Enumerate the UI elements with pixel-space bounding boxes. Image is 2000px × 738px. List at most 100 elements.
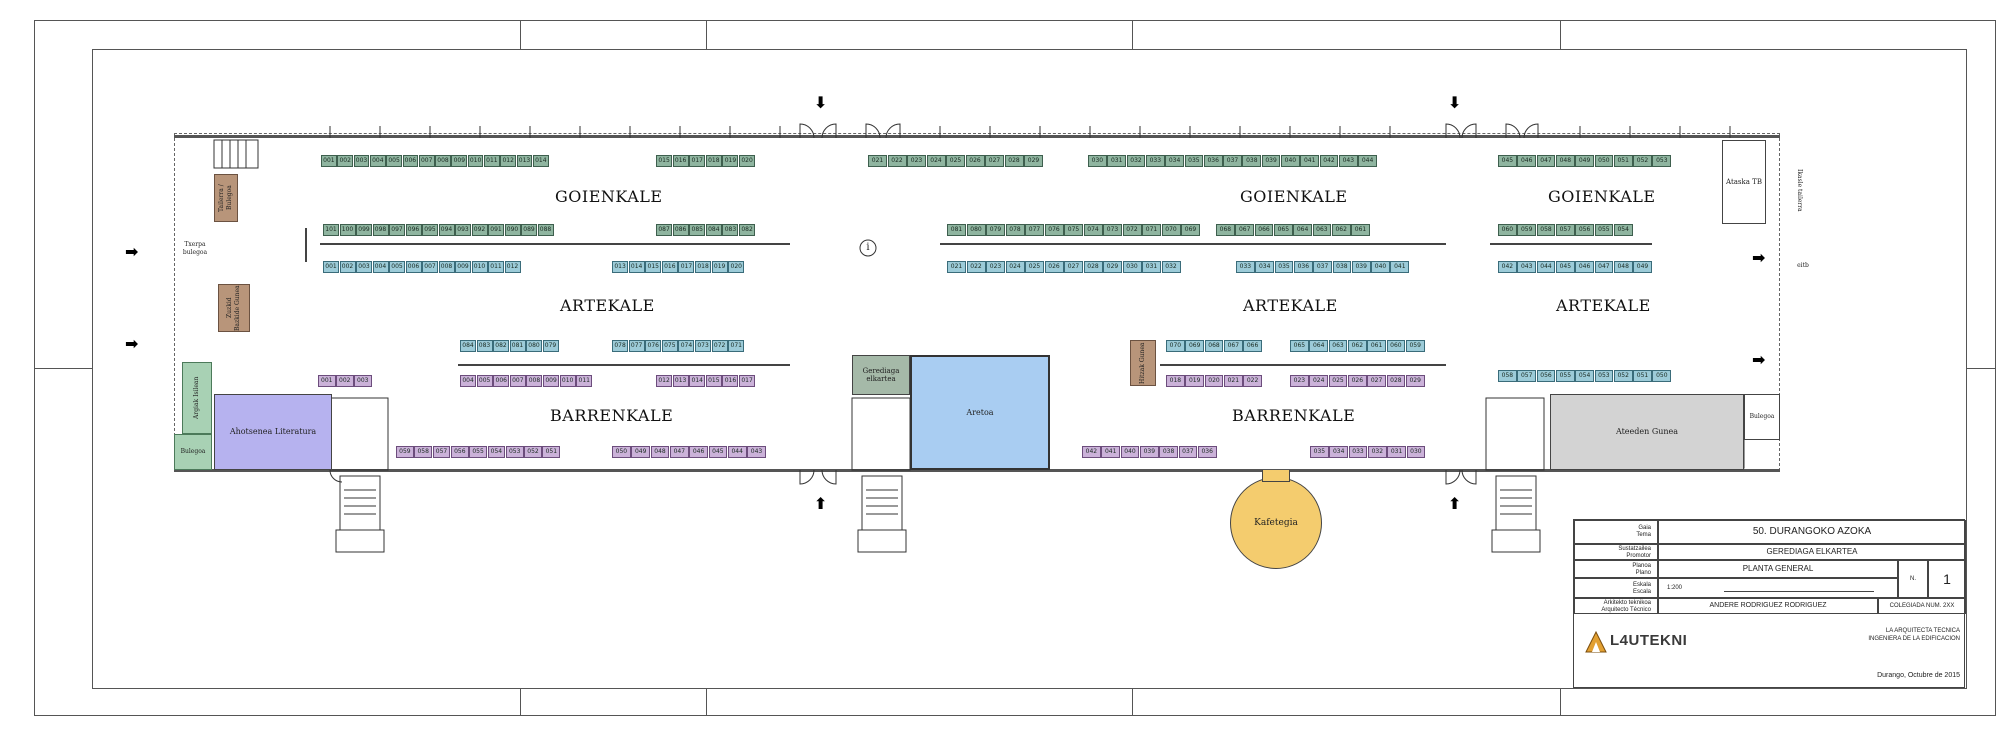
street-label-artekale: ARTEKALE: [1243, 296, 1338, 315]
stall-blue-077: 077: [628, 340, 645, 352]
room-ataska: Ataska TB: [1722, 140, 1766, 224]
stall-green-032: 032: [1126, 155, 1146, 167]
stall-green-044: 044: [1358, 155, 1377, 167]
stall-blue-015: 015: [645, 261, 662, 273]
stall-blue-078: 078: [612, 340, 629, 352]
stall-blue-084: 084: [460, 340, 476, 352]
stall-blue-009: 009: [455, 261, 471, 273]
stall-violet-022: 022: [1243, 375, 1262, 387]
stall-blue-003: 003: [356, 261, 372, 273]
stall-green-058: 058: [1536, 224, 1556, 236]
stall-blue-079: 079: [542, 340, 559, 352]
stall-green-045: 045: [1498, 155, 1517, 167]
stall-green-076: 076: [1044, 224, 1064, 236]
stall-green-010: 010: [467, 155, 484, 167]
stall-blue-040: 040: [1371, 261, 1390, 273]
stall-violet-058: 058: [414, 446, 433, 458]
stall-green-084: 084: [705, 224, 722, 236]
stall-blue-035: 035: [1274, 261, 1294, 273]
stall-violet-025: 025: [1328, 375, 1348, 387]
tb-zenbakia-label: N.: [1898, 560, 1928, 598]
sheet-tick: [706, 20, 707, 49]
stall-blue-027: 027: [1064, 261, 1083, 273]
stall-green-081: 081: [947, 224, 966, 236]
stall-green-090: 090: [504, 224, 521, 236]
stall-green-036: 036: [1203, 155, 1223, 167]
room-ateeden: Ateeden Gunea: [1550, 394, 1744, 470]
stall-violet-039: 039: [1139, 446, 1159, 458]
stall-violet-053: 053: [505, 446, 524, 458]
stall-violet-050: 050: [612, 446, 631, 458]
stall-violet-057: 057: [432, 446, 451, 458]
stall-violet-029: 029: [1405, 375, 1425, 387]
stall-blue-043: 043: [1517, 261, 1537, 273]
stall-violet-052: 052: [524, 446, 542, 458]
stall-blue-055: 055: [1555, 370, 1575, 382]
stall-blue-048: 048: [1613, 261, 1633, 273]
stall-green-003: 003: [353, 155, 370, 167]
stall-violet-047: 047: [669, 446, 689, 458]
stall-violet-027: 027: [1367, 375, 1386, 387]
stall-blue-059: 059: [1405, 340, 1425, 352]
stall-green-099: 099: [356, 224, 372, 236]
stall-green-005: 005: [386, 155, 402, 167]
street-label-goienkale: GOIENKALE: [1548, 187, 1656, 206]
stall-blue-054: 054: [1575, 370, 1594, 382]
stall-violet-001: 001: [318, 375, 336, 387]
stall-violet-021: 021: [1223, 375, 1243, 387]
tb-sustatzailea-value: GEREDIAGA ELKARTEA: [1658, 544, 1966, 560]
stall-violet-048: 048: [650, 446, 670, 458]
stall-green-025: 025: [946, 155, 965, 167]
stall-green-072: 072: [1122, 224, 1142, 236]
stall-green-019: 019: [722, 155, 739, 167]
stall-blue-066: 066: [1243, 340, 1262, 352]
stall-blue-020: 020: [728, 261, 745, 273]
stall-green-089: 089: [521, 224, 537, 236]
stall-violet-040: 040: [1120, 446, 1140, 458]
inner-drawing-frame: [92, 49, 1967, 689]
stall-violet-035: 035: [1310, 446, 1329, 458]
tb-logo: L4UTEKNI: [1584, 628, 1694, 656]
stall-green-060: 060: [1498, 224, 1517, 236]
stall-green-034: 034: [1165, 155, 1184, 167]
tb-sustatzailea-label: Sustatzailea Promotor: [1574, 544, 1658, 560]
stall-green-094: 094: [438, 224, 455, 236]
stall-violet-007: 007: [509, 375, 526, 387]
stall-green-071: 071: [1142, 224, 1161, 236]
stall-green-083: 083: [722, 224, 739, 236]
stall-green-014: 014: [532, 155, 549, 167]
stall-green-085: 085: [689, 224, 706, 236]
stall-blue-081: 081: [509, 340, 526, 352]
stall-green-073: 073: [1103, 224, 1122, 236]
stall-blue-049: 049: [1633, 261, 1652, 273]
stall-violet-038: 038: [1159, 446, 1178, 458]
room-ikasle: Ikasle tailerra: [1796, 168, 1803, 212]
street-label-goienkale: GOIENKALE: [555, 187, 663, 206]
stall-green-055: 055: [1594, 224, 1614, 236]
stall-violet-019: 019: [1185, 375, 1205, 387]
stall-green-021: 021: [868, 155, 887, 167]
stall-green-028: 028: [1004, 155, 1024, 167]
stall-blue-014: 014: [628, 261, 645, 273]
stall-blue-006: 006: [405, 261, 422, 273]
room-gerediaga: Gerediaga elkartea: [852, 355, 910, 395]
room-eitb: eitb: [1797, 262, 1809, 269]
stall-blue-010: 010: [471, 261, 488, 273]
room-aretoa: Aretoa: [910, 355, 1050, 470]
stall-blue-058: 058: [1498, 370, 1517, 382]
stall-green-038: 038: [1242, 155, 1262, 167]
stall-violet-005: 005: [476, 375, 493, 387]
stall-green-086: 086: [672, 224, 689, 236]
stall-violet-002: 002: [336, 375, 354, 387]
tb-gaia-label: Gaia Tema: [1574, 520, 1658, 544]
firm-logo-icon: [1585, 630, 1607, 653]
stall-violet-034: 034: [1329, 446, 1349, 458]
stall-blue-016: 016: [661, 261, 678, 273]
stall-blue-063: 063: [1328, 340, 1348, 352]
stall-blue-030: 030: [1122, 261, 1142, 273]
stall-blue-032: 032: [1161, 261, 1181, 273]
stall-blue-038: 038: [1332, 261, 1352, 273]
logo-text: L4UTEKNI: [1610, 632, 1688, 649]
stall-violet-008: 008: [526, 375, 543, 387]
stall-green-008: 008: [435, 155, 451, 167]
